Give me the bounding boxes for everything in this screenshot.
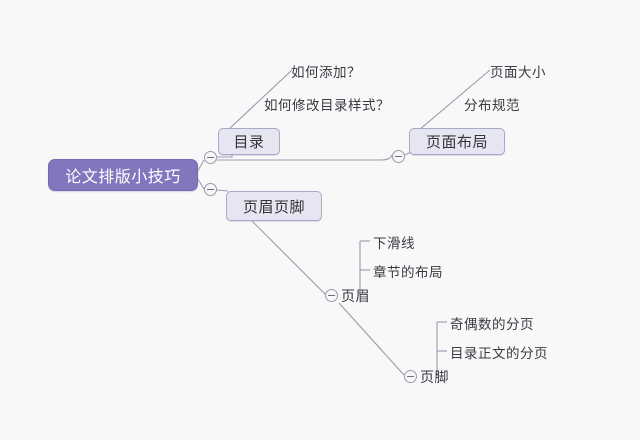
leaf-node-footer-odd-even-paging[interactable]: 奇偶数的分页 (450, 317, 534, 333)
leaf-node-header-chapter-layout[interactable]: 章节的布局 (373, 265, 443, 281)
edge-header-to-footer (338, 302, 405, 376)
edge-trunk-to-header-footer (216, 189, 229, 192)
branch-node-header-footer[interactable]: 页眉页脚 (226, 191, 322, 221)
minus-circle-icon-footer-node[interactable] (404, 370, 417, 383)
edge-trunk-to-pagelayout (217, 154, 393, 161)
branch-node-toc[interactable]: 目录 (218, 128, 280, 155)
leaf-node-footer-toc-body-paging[interactable]: 目录正文的分页 (450, 346, 548, 362)
minus-circle-icon-toc-branch[interactable] (204, 151, 217, 164)
subnode-footer[interactable]: 页脚 (420, 370, 449, 386)
leaf-node-toc-how-to-add[interactable]: 如何添加？ (291, 65, 361, 81)
leaf-node-layout-spec[interactable]: 分布规范 (464, 98, 520, 114)
leaf-node-header-underline[interactable]: 下滑线 (373, 236, 415, 252)
minus-circle-icon-pagelayout-branch[interactable] (392, 150, 405, 163)
root-node[interactable]: 论文排版小技巧 (48, 159, 198, 191)
leaf-node-page-size[interactable]: 页面大小 (490, 65, 546, 81)
minus-circle-icon-header-node[interactable] (325, 289, 338, 302)
subnode-header[interactable]: 页眉 (341, 289, 370, 305)
leaf-node-toc-how-to-restyle[interactable]: 如何修改目录样式？ (264, 98, 390, 114)
edge-trunk-to-mulu (217, 155, 233, 158)
branch-node-page-layout[interactable]: 页面布局 (409, 128, 505, 155)
minus-circle-icon-headerfooter-branch[interactable] (204, 183, 217, 196)
edge-headerfooter-to-header (251, 220, 326, 295)
